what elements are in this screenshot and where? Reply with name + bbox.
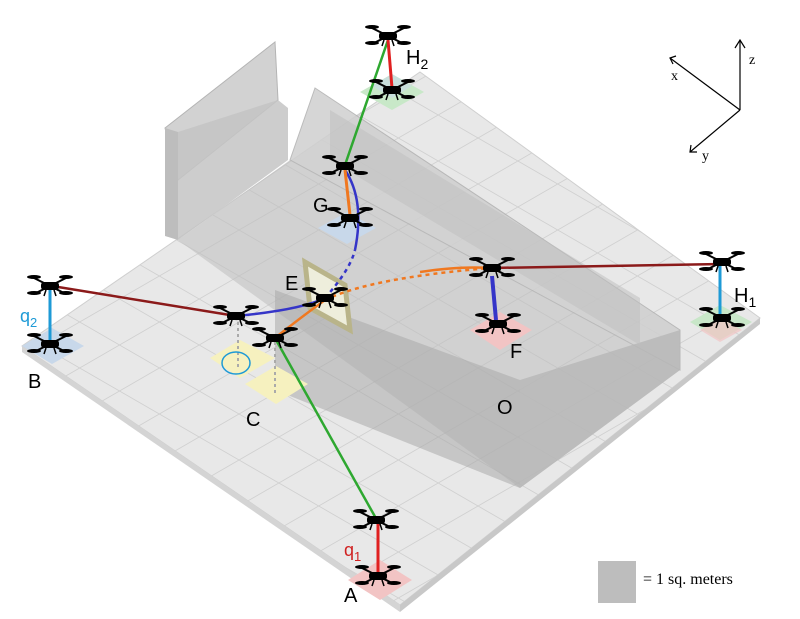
pad-F	[470, 312, 532, 350]
axis-x-label: x	[671, 69, 678, 84]
circle-marker	[221, 351, 251, 375]
label-A: A	[344, 585, 358, 607]
wall-back-left	[164, 41, 288, 240]
label-H1: H1	[734, 285, 756, 310]
label-G: G	[313, 195, 329, 217]
label-F: F	[510, 341, 522, 363]
obstacle-O	[178, 87, 681, 488]
pad-G	[318, 212, 376, 244]
path-darkred-BC	[51, 284, 237, 318]
label-q1: q1	[344, 540, 361, 564]
label-O: O	[497, 397, 513, 419]
axis-z-label: z	[749, 53, 755, 68]
label-E: E	[285, 273, 298, 295]
projection-C	[221, 322, 276, 396]
path-orange-G	[343, 169, 352, 216]
label-B: B	[28, 371, 41, 393]
path-red-H2	[386, 39, 394, 89]
pad-C1	[210, 340, 275, 378]
path-blue-F	[490, 275, 498, 321]
path-blue-EG-dotted	[324, 249, 357, 299]
legend-swatch	[598, 561, 636, 603]
axis-y-label: y	[702, 149, 709, 164]
path-green-GH2	[343, 39, 390, 166]
point-labels: A B C E F G O H2 H1 q1 q2	[20, 47, 756, 607]
drone-icon	[698, 250, 746, 273]
path-green-AC	[273, 337, 380, 523]
label-C: C	[246, 409, 260, 431]
path-orange-EF-dotted	[324, 266, 491, 302]
coordinate-axes: z x y	[669, 38, 755, 164]
pad-C2	[245, 366, 308, 404]
label-H2: H2	[406, 47, 428, 72]
label-q2: q2	[20, 306, 37, 330]
trajectories	[48, 39, 723, 576]
path-blue-EG	[343, 169, 360, 251]
path-darkred-FH1	[489, 262, 723, 270]
legend-label: = 1 sq. meters	[643, 571, 733, 588]
